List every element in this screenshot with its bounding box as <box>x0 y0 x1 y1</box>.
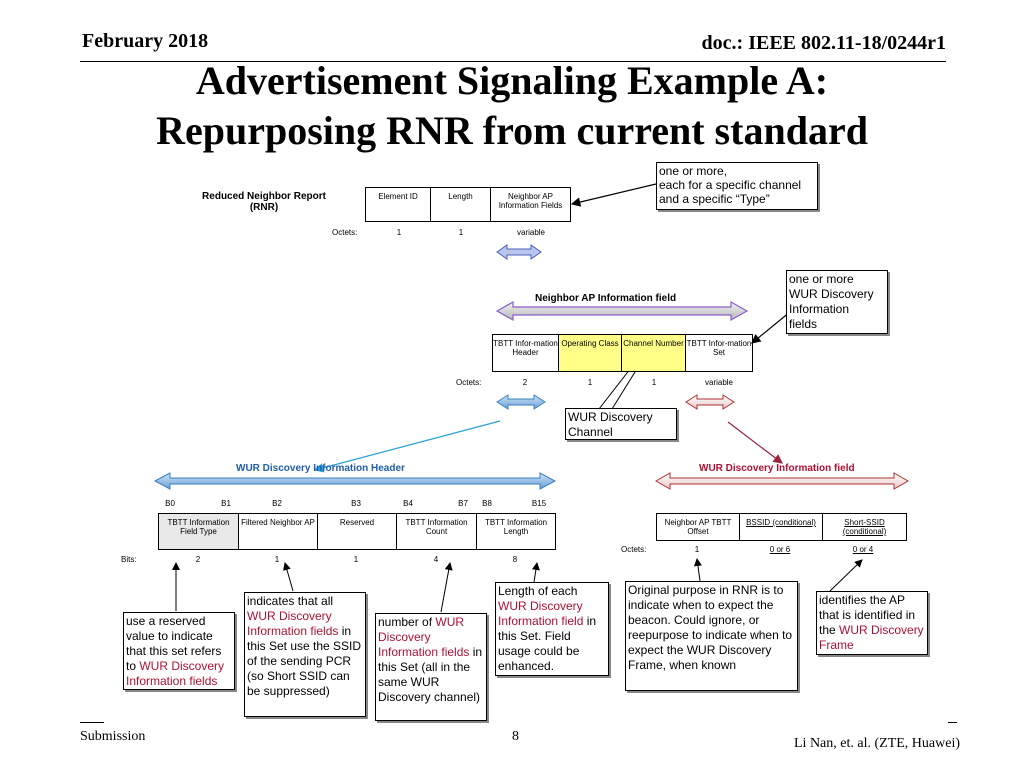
bit-label: B7 <box>458 499 468 508</box>
neighbor-octet: variable <box>704 378 734 387</box>
bit-label: B8 <box>482 499 492 508</box>
wur-field-cell-bssid: BSSID (conditional) <box>740 514 823 540</box>
title-line-2: Repurposing RNR from current standard <box>156 108 868 153</box>
callout-one-or-more-wur: one or more WUR Discovery Information fi… <box>786 270 888 334</box>
header-doc-id: doc.: IEEE 802.11-18/0244r1 <box>701 32 946 54</box>
bit-label: B15 <box>531 499 547 508</box>
rnr-octet: 1 <box>396 228 402 237</box>
rnr-cell-length: Length <box>431 188 491 221</box>
wur-field-arrow <box>654 472 910 490</box>
title-line-1: Advertisement Signaling Example A: <box>195 58 829 103</box>
wur-cell-reserved: Reserved <box>318 514 397 549</box>
callout-number-of: number of WUR Discovery Information fiel… <box>375 613 487 721</box>
bit-label: B2 <box>272 499 282 508</box>
rnr-label: Reduced Neighbor Report (RNR) <box>202 191 326 213</box>
pointer-filtered <box>283 562 294 592</box>
wur-field-octets-label: Octets: <box>621 545 647 554</box>
wur-field-octet: 0 or 4 <box>852 545 874 554</box>
neighbor-ap-arrow <box>495 300 749 322</box>
neighbor-cell-tbtt-header: TBTT Infor-mation Header <box>493 335 559 371</box>
neighbor-cell-channel-number: Channel Number <box>622 335 686 371</box>
footer-submission: Submission <box>80 729 146 744</box>
wur-field-cell-tbtt-offset: Neighbor AP TBTT Offset <box>657 514 740 540</box>
bit-label: B4 <box>403 499 413 508</box>
footer-rule-right <box>948 722 957 723</box>
callout-one-or-more-channel: one or more, each for a specific channel… <box>656 162 818 210</box>
pointer-tbtt-offset <box>693 558 702 582</box>
wur-bit: 8 <box>512 555 518 564</box>
pointer-count <box>440 562 453 613</box>
bit-label: B0 <box>165 499 175 508</box>
pointer-length <box>531 562 540 583</box>
slide-title: Advertisement Signaling Example A: Repur… <box>0 56 1024 156</box>
wur-field-label: WUR Discovery Information field <box>699 463 855 474</box>
pointer-bssid <box>829 559 863 592</box>
pointer-blue-to-header <box>313 420 501 473</box>
wur-field-octet: 1 <box>694 545 700 554</box>
header-date: February 2018 <box>82 30 209 52</box>
neighbor-ap-row: TBTT Infor-mation Header Operating Class… <box>492 334 753 372</box>
neighbor-octet: 2 <box>522 378 528 387</box>
footer-rule-left <box>80 722 104 723</box>
rnr-octets-label: Octets: <box>332 228 358 237</box>
wur-bit: 2 <box>195 555 201 564</box>
rnr-element-row: Element ID Length Neighbor AP Informatio… <box>365 187 571 222</box>
neighbor-octet: 1 <box>587 378 593 387</box>
wur-field-row: Neighbor AP TBTT Offset BSSID (condition… <box>656 513 907 541</box>
footer-page-number: 8 <box>512 729 519 744</box>
callout-identifies-ap: identifies the AP that is identified in … <box>816 591 928 655</box>
footer-author: Li Nan, et. al. (ZTE, Huawei) <box>794 736 960 751</box>
wur-bit: 1 <box>353 555 359 564</box>
wur-field-cell-short-ssid: Short-SSID (conditional) <box>842 518 887 536</box>
neighbor-ap-label: Neighbor AP Information field <box>535 293 677 304</box>
neighbor-octets-label: Octets: <box>456 378 482 387</box>
rnr-cell-neighbor-ap-fields: Neighbor AP Information Fields <box>498 192 563 210</box>
rnr-cell-element-id: Element ID <box>366 188 431 221</box>
callout-length-each: Length of each WUR Discovery Information… <box>495 582 609 676</box>
neighbor-cell-tbtt-set: TBTT Infor-mation Set <box>686 339 752 357</box>
neighbor-octet: 1 <box>651 378 657 387</box>
callout-original-purpose: Original purpose in RNR is to indicate w… <box>625 581 798 691</box>
wur-field-octet: 0 or 6 <box>769 545 791 554</box>
wur-cell-field-type: TBTT Information Field Type <box>159 514 239 549</box>
pointer-red-to-field <box>727 421 783 464</box>
wur-cell-filtered-ap: Filtered Neighbor AP <box>239 514 318 549</box>
callout-wur-channel: WUR Discovery Channel <box>565 408 677 440</box>
wur-bit: 1 <box>274 555 280 564</box>
wur-header-label: WUR Discovery Information Header <box>236 463 405 474</box>
rnr-octet: 1 <box>458 228 464 237</box>
bit-label: B3 <box>351 499 361 508</box>
wur-bits-label: Bits: <box>121 555 137 564</box>
wur-header-row: TBTT Information Field Type Filtered Nei… <box>158 513 556 550</box>
pointer-channel-callout <box>570 183 657 207</box>
wur-cell-length: TBTT Information Length <box>484 518 548 536</box>
callout-indicates-all: indicates that all WUR Discovery Informa… <box>244 592 366 717</box>
wur-header-arrow <box>153 472 557 490</box>
neighbor-cell-operating-class: Operating Class <box>559 335 622 371</box>
callout-reserved-value: use a reserved value to indicate that th… <box>123 612 235 690</box>
wur-cell-count: TBTT Information Count <box>397 514 477 549</box>
rnr-octet: variable <box>516 228 546 237</box>
tbtt-set-expand-arrow <box>685 394 735 410</box>
rnr-expand-arrow <box>496 244 542 260</box>
wur-bit: 4 <box>433 555 439 564</box>
pointer-wur-fields-callout <box>751 311 791 344</box>
tbtt-header-expand-arrow <box>496 394 546 410</box>
bit-label: B1 <box>221 499 231 508</box>
header-rule <box>80 61 946 62</box>
